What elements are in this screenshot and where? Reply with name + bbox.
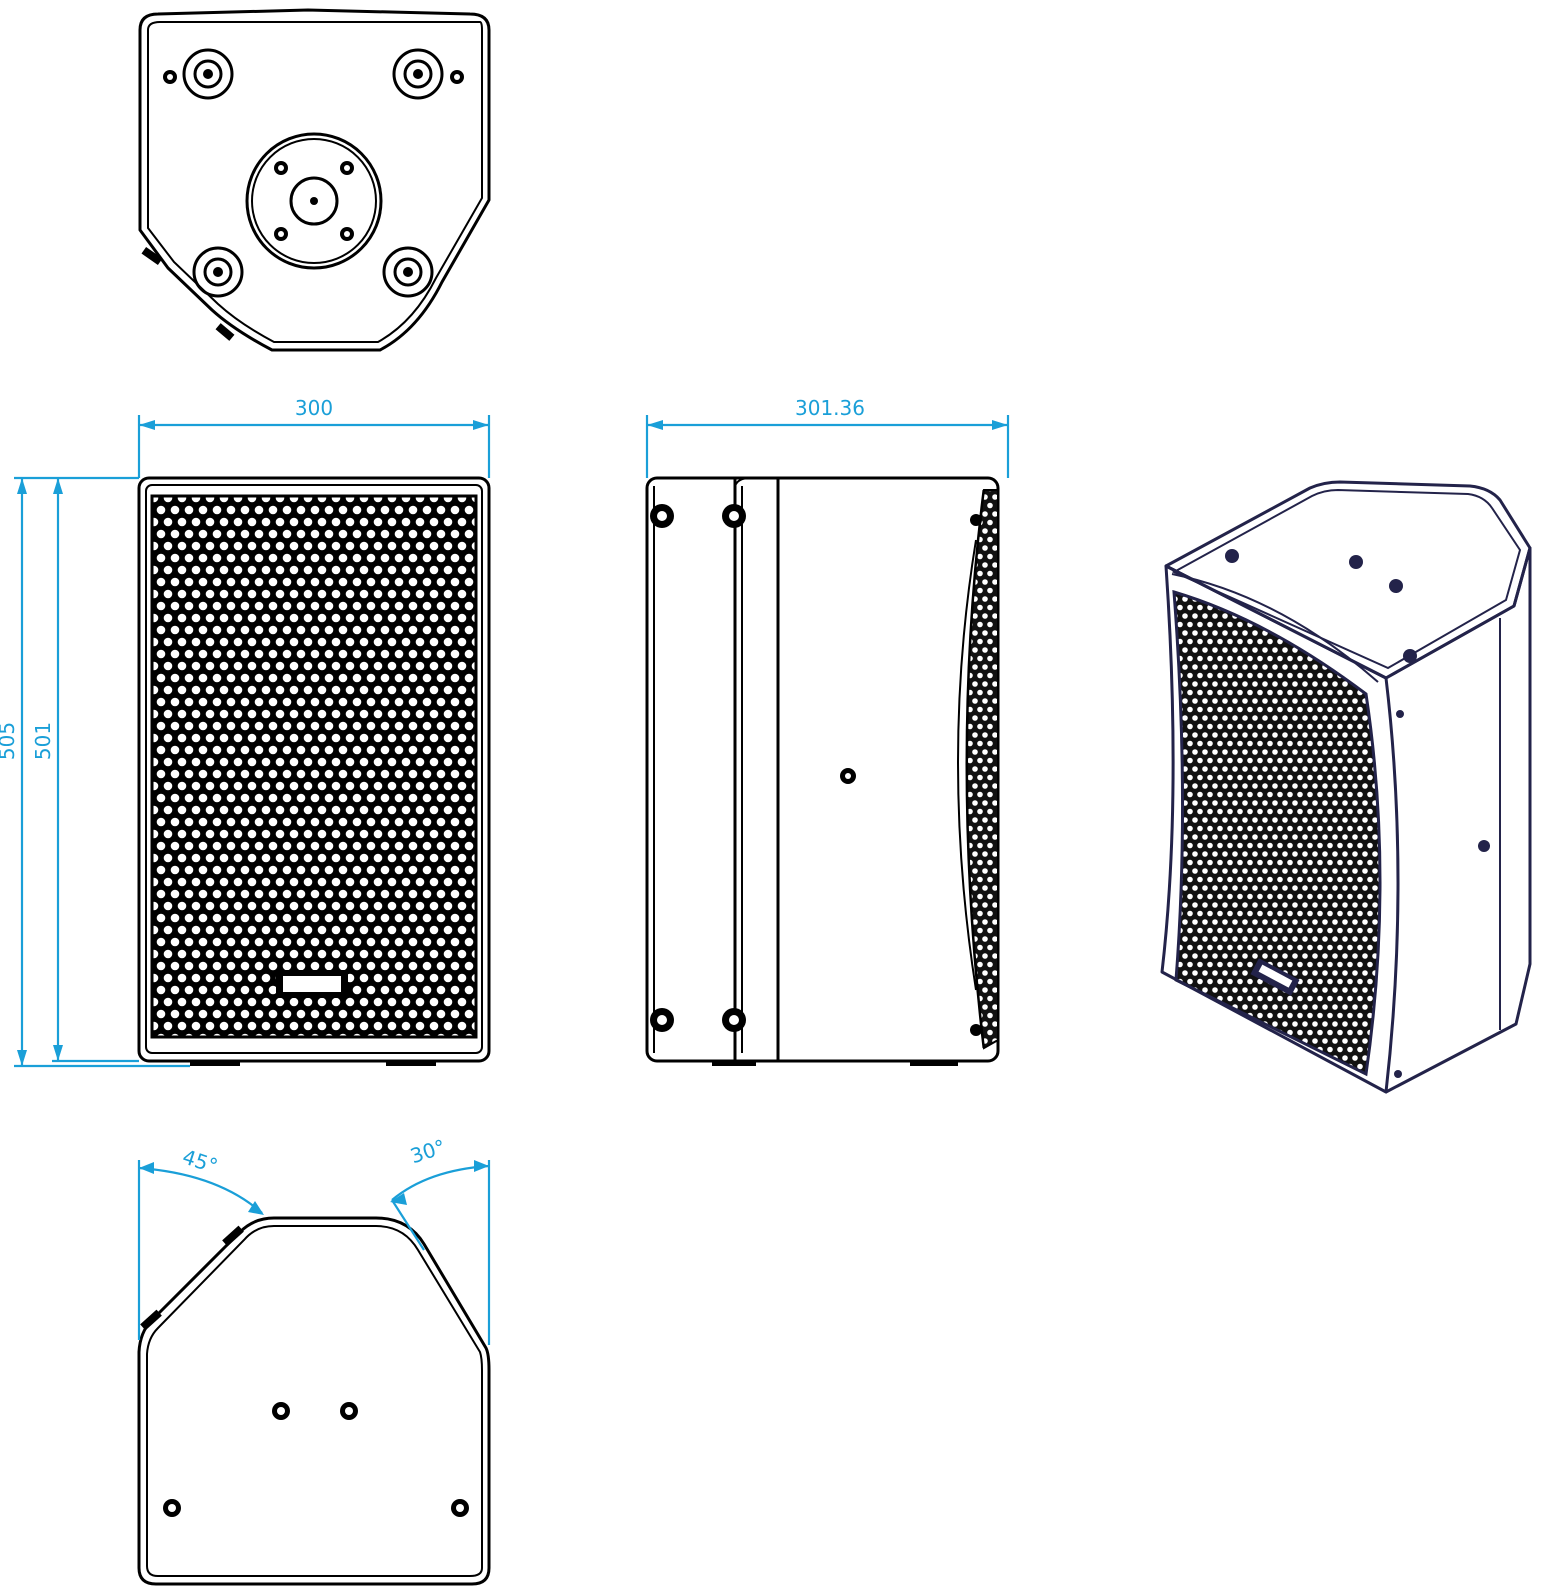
pole-mount-socket [245, 132, 383, 270]
dimension-depth-side: 301.36 [645, 396, 1010, 478]
top-rigging-point-tl [182, 48, 234, 100]
dimension-height-overall: 505 [0, 476, 190, 1068]
top-rigging-point-tr [392, 48, 444, 100]
dim-label-505: 505 [0, 722, 19, 760]
front-view [137, 476, 491, 1066]
dim-label-501: 501 [31, 722, 55, 760]
dim-label-300: 300 [295, 396, 333, 420]
dimension-angle-30: 30° [390, 1134, 491, 1345]
dimension-height-front: 501 [31, 478, 139, 1063]
dim-label-30-deg: 30° [407, 1134, 448, 1168]
front-grille [150, 494, 478, 1039]
dim-label-301-36: 301.36 [795, 396, 865, 420]
isometric-view [1160, 480, 1532, 1094]
top-rigging-point-bl [192, 246, 244, 298]
dimension-width-front: 300 [137, 396, 491, 478]
dimension-angle-45: 45° [137, 1144, 264, 1340]
top-rigging-point-br [382, 246, 434, 298]
iso-grille [1172, 589, 1382, 1077]
dim-label-45-deg: 45° [180, 1144, 221, 1178]
side-view [645, 476, 1000, 1066]
side-rigging-points [650, 504, 746, 1032]
top-view [138, 8, 491, 352]
bottom-view [137, 1216, 491, 1586]
